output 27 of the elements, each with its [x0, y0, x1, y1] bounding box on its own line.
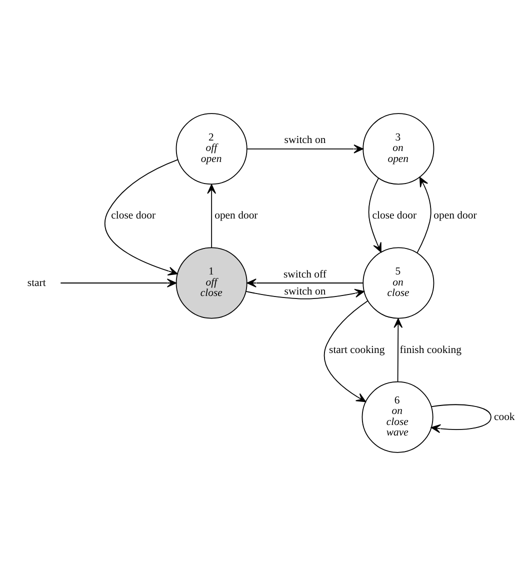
edge-label: switch off: [284, 268, 326, 280]
node-text: start: [27, 276, 46, 289]
edge-label: switch on: [284, 285, 326, 298]
arrow: [416, 176, 432, 254]
edge-label: open door: [214, 210, 258, 222]
arrow: [104, 159, 178, 276]
arrow: [246, 278, 364, 288]
node-circle: 1 off close: [176, 247, 248, 319]
arrow: [246, 288, 364, 300]
node-circle: 6 on close wave: [362, 381, 434, 453]
node-circle: 2 off open: [176, 113, 248, 185]
arrow: [207, 184, 216, 248]
arrow: [246, 144, 364, 154]
node-circle: 5 on close: [362, 247, 434, 319]
edge-label: cook: [494, 410, 515, 423]
edge-label: finish cooking: [400, 344, 462, 356]
edge-label: switch on: [284, 134, 326, 146]
arrow: [430, 404, 492, 434]
edge-label: close door: [111, 210, 156, 222]
edge-label: start cooking: [329, 344, 385, 356]
node-circle: 3 on open: [362, 113, 434, 185]
edge-label: open door: [434, 210, 477, 222]
arrow: [60, 278, 177, 288]
arrow: [324, 300, 368, 402]
arrow: [368, 178, 382, 252]
arrow: [394, 318, 403, 382]
edge-label: close door: [372, 210, 417, 222]
